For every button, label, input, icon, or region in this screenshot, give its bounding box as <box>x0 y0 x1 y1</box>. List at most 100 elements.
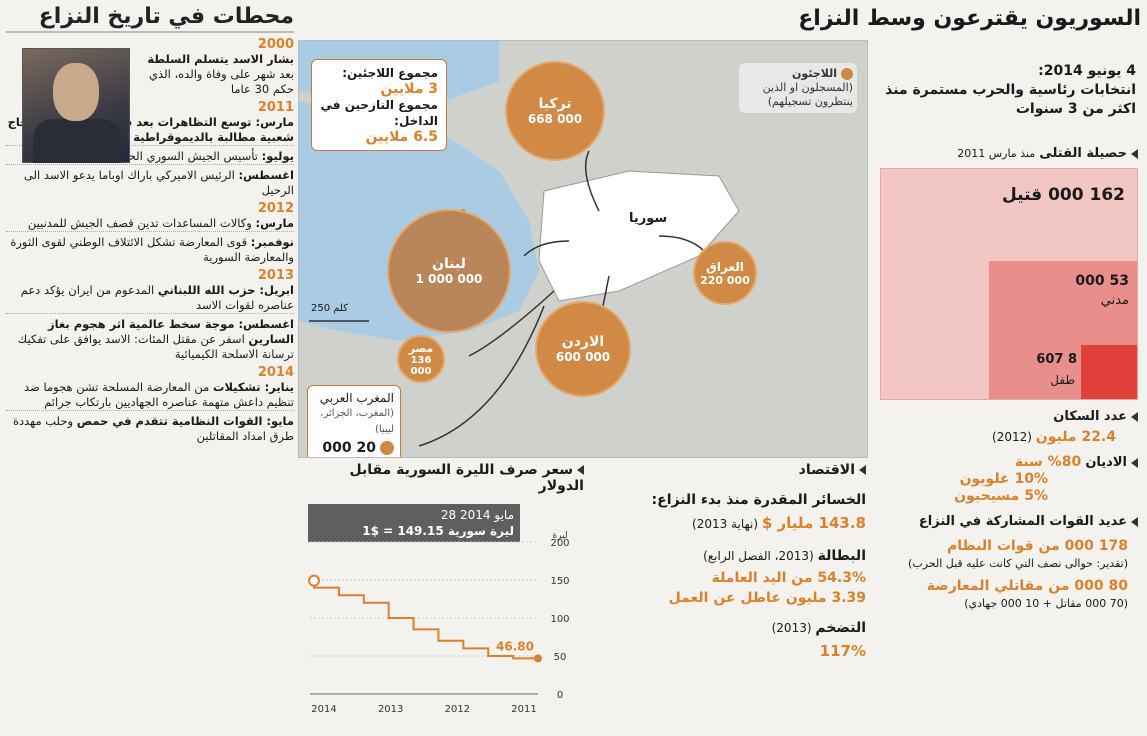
bubble-name: تركيا <box>538 96 572 112</box>
losses-value: 143.8 مليار $ <box>761 514 866 532</box>
economy-title-text: الاقتصاد <box>798 462 855 478</box>
bubble-value: 1 000 000 <box>415 272 483 286</box>
timeline-entry-text: وكالات المساعدات تدين قصف الجيش للمدنيين <box>27 216 256 230</box>
opposition-forces: 80 000 من مقاتلي المعارضة <box>926 578 1128 594</box>
bubble-value: 136 000 <box>410 354 432 377</box>
maghreb-title: المغرب العربي <box>319 391 394 405</box>
series-start-point <box>534 654 542 663</box>
section-arrow-icon <box>859 465 866 475</box>
timeline-first-entry: 2000 بشار الاسد يتسلم السلطة بعد شهر على… <box>6 37 294 97</box>
timeline-entry-bold: مارس: <box>255 216 294 230</box>
bubble-jordan: الاردن 600 000 <box>535 301 631 397</box>
inflation-value: 117% <box>819 642 866 660</box>
currency-title-text: سعر صرف الليرة السورية مقابل الدولار <box>349 462 584 494</box>
end-value-label: 46.80 <box>496 639 534 653</box>
religions-heading: الاديان 80% سنة <box>876 454 1138 471</box>
legend-subtitle: (المسجلون او الذين ينتظرون تسجيلهم) <box>762 81 853 108</box>
portrait-photo <box>22 48 130 163</box>
timeline-panel: محطات في تاريخ النزاع 2000 بشار الاسد يت… <box>6 4 294 724</box>
refugees-total-label: مجموع اللاجئين: <box>342 66 438 80</box>
section-arrow-icon <box>577 465 584 475</box>
forces-heading: عديد القوات المشاركة في النزاع <box>876 513 1138 530</box>
bubble-lebanon: لبنان 1 000 000 <box>387 209 511 333</box>
maghreb-box: المغرب العربي (المغرب، الجزائر، ليبيا) 2… <box>307 385 401 457</box>
unemployment-note: (2013، الفصل الرابع) <box>703 549 814 563</box>
timeline-entry: مارس: وكالات المساعدات تدين قصف الجيش لل… <box>6 216 294 232</box>
timeline-entry-text: الرئيس الاميركي باراك اوباما يدعو الاسد … <box>23 168 294 197</box>
timeline-year: 2013 <box>257 268 294 283</box>
children-label: طفل <box>1050 373 1075 387</box>
section-arrow-icon <box>1131 516 1138 527</box>
opposition-note: (70 000 مقاتل + 10 000 جهادي) <box>964 597 1128 610</box>
y-tick-label: 200 <box>550 538 569 549</box>
timeline-entry-bold: نوفمبر: <box>250 235 294 249</box>
timeline-entry-text: من المعارضة المسلحة تشن هجوما ضد تنظيم د… <box>24 380 294 409</box>
timeline-entry-text: وحلب مهددة طرق امداد المقاتلين <box>12 414 294 443</box>
bubble-value: 220 000 <box>700 273 750 287</box>
bubble-name: مصر <box>408 341 434 355</box>
regime-forces: 178 000 من قوات النظام <box>947 538 1128 554</box>
tooltip-date: 28 مايو 2014 <box>440 508 514 522</box>
scale-label: 250 كلم <box>311 303 348 314</box>
timeline-entry: اغسطس: الرئيس الاميركي باراك اوباما يدعو… <box>6 168 294 198</box>
series-line <box>313 580 538 660</box>
timeline-entry: مايو: القوات النظامية تتقدم في حمص وحلب … <box>6 414 294 444</box>
timeline-entry-bold: مايو: القوات النظامية تتقدم في حمص <box>76 414 294 428</box>
population-note: (2012) <box>992 430 1032 444</box>
maghreb-subtitle: (المغرب، الجزائر، ليبيا) <box>320 408 394 435</box>
timeline-entry: يناير: تشكيلات من المعارضة المسلحة تشن ه… <box>6 380 294 411</box>
unemployment-pct: 54.3% من اليد العاملة <box>711 570 866 586</box>
timeline-entry-text: بعد شهر على وفاة والده، الذي حكم 30 عاما <box>149 67 294 96</box>
legend-dot-icon <box>841 68 853 80</box>
inflation-label: التضخم <box>815 620 866 636</box>
economy-title: الاقتصاد <box>594 462 866 478</box>
y-tick-label: 50 <box>554 652 567 663</box>
economy-panel: الاقتصاد الخسائر المقدرة منذ بدء النزاع:… <box>594 462 866 724</box>
map-legend: اللاجئون (المسجلون او الذين ينتظرون تسجي… <box>739 63 857 113</box>
currency-tooltip: 28 مايو 2014 1$ = 149.15 ليرة سورية <box>308 504 520 542</box>
timeline-year: 2014 <box>257 365 294 380</box>
forces-title: عديد القوات المشاركة في النزاع <box>918 514 1127 529</box>
elections-text: انتخابات رئاسية والحرب مستمرة منذ اكثر م… <box>885 82 1136 117</box>
population-heading: عدد السكان <box>876 408 1138 425</box>
maghreb-dot-icon <box>380 441 394 455</box>
demographics-block: عدد السكان 22.4 مليون (2012) الاديان 80%… <box>876 408 1138 612</box>
displaced-total-label: مجموع النازحين في الداخل: <box>320 98 438 128</box>
stats-panel: 4 يونيو 2014: انتخابات رئاسية والحرب مست… <box>874 4 1142 724</box>
bubble-value: 668 000 <box>527 112 583 126</box>
x-tick-label: 2011 <box>511 704 536 715</box>
timeline-year: 2000 <box>257 37 294 52</box>
casualties-chart: 162 000 قتيل 53 000 مدني 8 607 طفل <box>880 168 1138 400</box>
timeline-year: 2011 <box>257 100 294 115</box>
regime-note: (تقدير: حوالى نصف التي كانت عليه قبل الح… <box>908 557 1128 570</box>
timeline-title: محطات في تاريخ النزاع <box>6 4 294 33</box>
bubble-name: لبنان <box>432 256 466 272</box>
tooltip-value: 1$ = 149.15 ليرة سورية <box>362 524 514 538</box>
timeline-entry-bold: يوليو: <box>261 149 294 163</box>
timeline-entry-text: قوى المعارضة تشكل الائتلاف الوطني لقوى ا… <box>10 235 294 264</box>
x-tick-label: 2014 <box>311 704 336 715</box>
currency-panel: سعر صرف الليرة السورية مقابل الدولار 28 … <box>302 462 584 724</box>
timeline-entry-text: المدعوم من ايران يؤكد دعم عناصره لقوات ا… <box>20 283 294 312</box>
casualties-title: حصيلة القتلى <box>1039 146 1127 161</box>
section-arrow-icon <box>1131 411 1138 422</box>
religion-item: 10% علويون <box>959 471 1048 487</box>
total-killed: 162 000 قتيل <box>1001 185 1125 205</box>
civilians-value: 53 000 <box>1075 273 1129 289</box>
children-square <box>1081 345 1137 399</box>
civilians-label: مدني <box>1100 293 1129 308</box>
timeline-entry-bold: يناير: تشكيلات <box>212 380 294 394</box>
syria-label: سوريا <box>629 211 668 226</box>
y-unit-label: ليرة <box>552 531 567 541</box>
bubble-egypt: مصر 136 000 <box>397 335 445 383</box>
timeline-entry-bold: اغسطس: <box>238 168 294 182</box>
currency-title: سعر صرف الليرة السورية مقابل الدولار <box>302 462 584 494</box>
bubble-turkey: تركيا 668 000 <box>505 61 605 161</box>
unemployment-count: 3.39 مليون عاطل عن العمل <box>668 590 866 606</box>
main-title: السوريون يقترعون وسط النزاع <box>798 6 1141 31</box>
section-arrow-icon <box>1131 457 1138 468</box>
unemployment-label: البطالة <box>817 548 866 564</box>
religions-title: الاديان <box>1085 455 1127 470</box>
timeline-entry: ابريل: حزب الله اللبناني المدعوم من ايرا… <box>6 283 294 314</box>
